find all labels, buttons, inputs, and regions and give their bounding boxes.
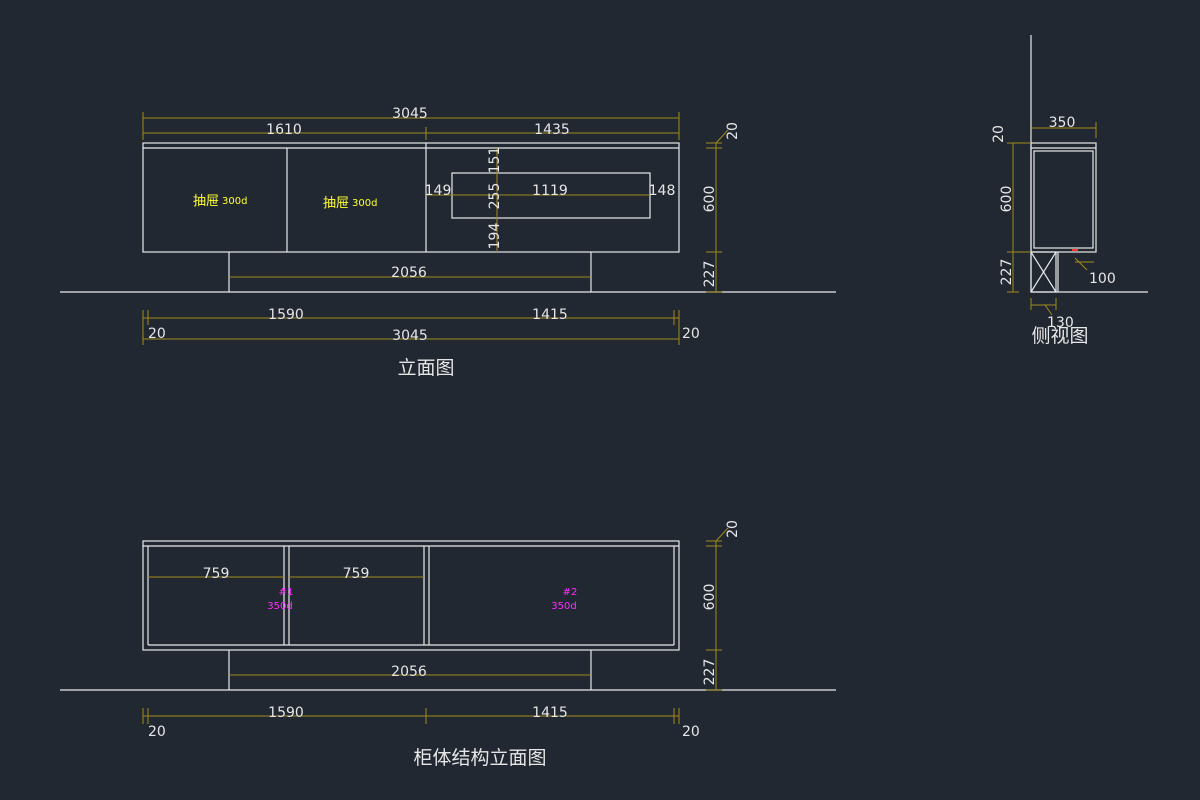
dim-right-part: 1435 — [534, 122, 570, 138]
dim-side-leg-width: 130 — [1047, 315, 1074, 331]
dim-side-leg-offset: 100 — [1089, 271, 1116, 287]
dim-side-leg: 227 — [999, 259, 1015, 286]
dim-niche-bottom: 194 — [487, 223, 503, 250]
dim-bay-1: 759 — [203, 566, 230, 582]
drawer-1-depth: 300d — [222, 196, 247, 207]
dim-structure-bottom-right: 1415 — [532, 705, 568, 721]
dim-bottom-total: 3045 — [392, 328, 428, 344]
dim-structure-end-left: 20 — [148, 724, 166, 740]
cabinet-1-id: #1 — [279, 587, 294, 598]
drawer-2-label: 抽屉 — [323, 196, 349, 211]
dim-bottom-right: 1415 — [532, 307, 568, 323]
dim-height-top: 20 — [725, 122, 741, 140]
dim-side-top: 20 — [991, 125, 1007, 143]
drawer-1-label: 抽屉 — [193, 194, 219, 209]
front-view: 抽屉 300d 抽屉 300d 3045 1610 1435 20 600 22… — [60, 106, 836, 379]
dim-bottom-left: 1590 — [268, 307, 304, 323]
dim-structure-leg: 227 — [702, 659, 718, 686]
dim-structure-bottom-left: 1590 — [268, 705, 304, 721]
dim-structure-leg-span: 2056 — [391, 664, 427, 680]
dim-leader — [1044, 304, 1053, 316]
dim-niche-top: 151 — [487, 147, 503, 174]
dim-leader — [715, 129, 729, 144]
dim-structure-top: 20 — [725, 520, 741, 538]
dim-niche-right: 148 — [649, 183, 676, 199]
dim-height-body: 600 — [702, 186, 718, 213]
front-view-title: 立面图 — [397, 357, 454, 379]
cabinet-2-depth: 350d — [551, 601, 576, 612]
dim-side-body: 600 — [999, 186, 1015, 213]
structure-view-title: 柜体结构立面图 — [413, 747, 546, 769]
drawer-2-depth: 300d — [352, 198, 377, 209]
dim-end-left: 20 — [148, 326, 166, 342]
dim-structure-body: 600 — [702, 584, 718, 611]
structure-cabinet-outline — [142, 540, 680, 651]
dim-leader — [715, 527, 729, 542]
structure-view: 759 759 #1 350d #2 350d 20 600 227 2056 … — [60, 520, 836, 769]
side-cabinet-inner — [1033, 150, 1094, 249]
dim-side-depth: 350 — [1049, 115, 1076, 131]
dim-left-part: 1610 — [266, 122, 302, 138]
dim-total-top: 3045 — [392, 106, 428, 122]
side-view-title: 侧视图 — [1031, 325, 1088, 347]
dim-niche-left: 149 — [425, 183, 452, 199]
dim-niche-width: 1119 — [532, 183, 568, 199]
dim-leg-span: 2056 — [391, 265, 427, 281]
side-cabinet-outline — [1030, 142, 1097, 253]
cabinet-2-id: #2 — [563, 587, 578, 598]
dim-leader — [1074, 257, 1088, 271]
dim-end-right: 20 — [682, 326, 700, 342]
front-cabinet-outline — [142, 142, 680, 253]
cabinet-1-depth: 350d — [267, 601, 292, 612]
side-leg — [1030, 251, 1057, 293]
side-view: 350 20 600 227 100 130 侧视图 — [991, 35, 1148, 347]
dim-bay-2: 759 — [343, 566, 370, 582]
dim-height-leg: 227 — [702, 261, 718, 288]
dim-niche-height: 255 — [487, 183, 503, 210]
dim-structure-end-right: 20 — [682, 724, 700, 740]
side-leg-cross — [1030, 251, 1057, 293]
